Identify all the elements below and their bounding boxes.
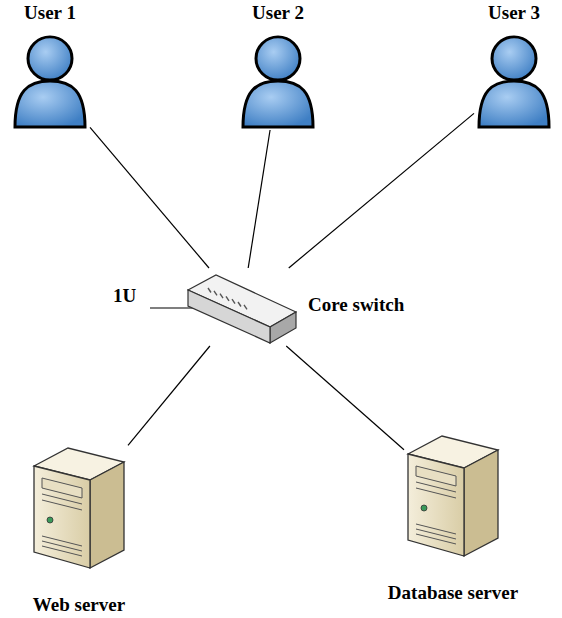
node-label: Core switch <box>308 294 404 316</box>
node-label: User 3 <box>488 2 540 24</box>
user-node: User 3 <box>474 30 554 130</box>
network-link <box>289 113 474 268</box>
node-label: User 1 <box>24 2 76 24</box>
network-link <box>286 346 404 450</box>
switch-node: Core switch <box>186 268 298 346</box>
network-link <box>90 127 209 268</box>
server-icon <box>404 428 502 558</box>
node-label: Web server <box>33 594 125 616</box>
server-node: Database server <box>404 428 502 558</box>
size-label: 1U <box>113 285 136 307</box>
network-link <box>128 346 210 445</box>
user-node: User 1 <box>10 30 90 130</box>
user-icon <box>474 30 554 130</box>
network-link <box>248 130 270 268</box>
node-label: Database server <box>388 582 518 604</box>
server-icon <box>30 440 128 570</box>
node-label: User 2 <box>252 2 304 24</box>
server-node: Web server <box>30 440 128 570</box>
user-icon <box>238 30 318 130</box>
user-node: User 2 <box>238 30 318 130</box>
switch-icon <box>186 268 298 346</box>
user-icon <box>10 30 90 130</box>
